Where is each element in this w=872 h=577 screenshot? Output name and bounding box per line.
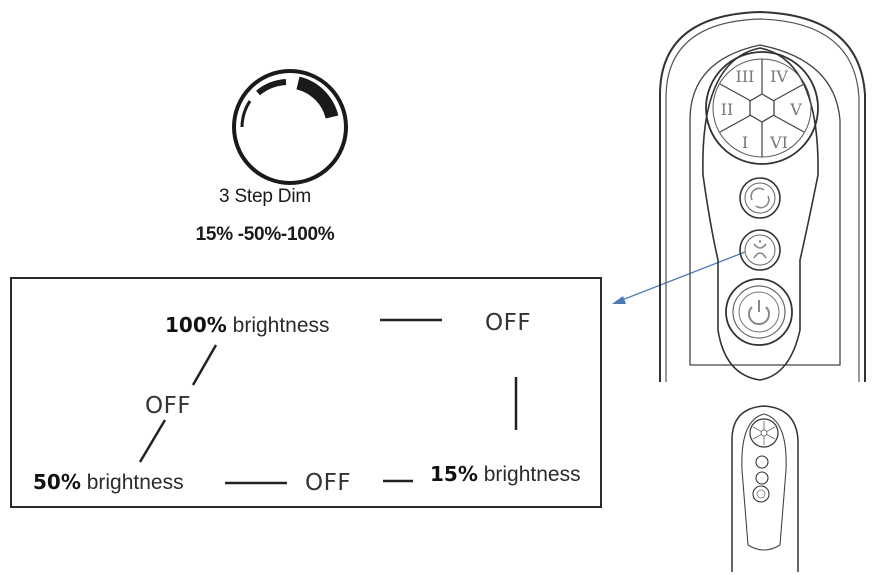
remote-control-large: III IV II V I VI [659, 10, 866, 382]
speed-button-6[interactable]: VI [769, 133, 788, 152]
brightness-text-15: brightness [483, 463, 581, 486]
small-power-button [752, 485, 770, 503]
pct-50: 50% [33, 470, 81, 494]
pct-100: 100% [165, 313, 227, 337]
label-50-brightness: 50% brightness [33, 470, 184, 495]
dim-levels: 15% -50%-100% [195, 224, 335, 245]
off-label-top: OFF [485, 310, 532, 336]
speed-button-4[interactable]: IV [770, 67, 788, 86]
reverse-button[interactable] [739, 177, 781, 219]
three-step-dim-icon [232, 69, 348, 185]
off-label-bottom: OFF [305, 470, 352, 496]
label-100-brightness: 100% brightness [165, 313, 330, 338]
off-label-left: OFF [145, 393, 192, 419]
brightness-text-100: brightness [232, 314, 330, 337]
pct-15: 15% [430, 462, 478, 486]
label-15-brightness: 15% brightness [430, 462, 581, 487]
light-icon [753, 240, 767, 259]
small-light-button [755, 471, 769, 485]
dim-title: 3 Step Dim [219, 186, 311, 207]
small-reverse-button [755, 455, 769, 469]
brightness-sequence-box [10, 277, 602, 508]
reverse-icon [750, 187, 770, 209]
connector-50-off [138, 419, 167, 463]
speed-button-2[interactable]: II [721, 100, 734, 119]
connector-off-100 [191, 344, 218, 386]
power-icon [748, 300, 770, 326]
speed-button-1[interactable]: I [742, 133, 748, 152]
speed-button-5[interactable]: V [789, 100, 802, 119]
brightness-text-50: brightness [86, 471, 184, 494]
light-button[interactable] [739, 229, 781, 271]
power-button[interactable] [725, 278, 793, 346]
speed-button-3[interactable]: III [736, 67, 755, 86]
speed-button-labels: III IV II V I VI [721, 67, 803, 152]
remote-control-small [731, 405, 799, 572]
